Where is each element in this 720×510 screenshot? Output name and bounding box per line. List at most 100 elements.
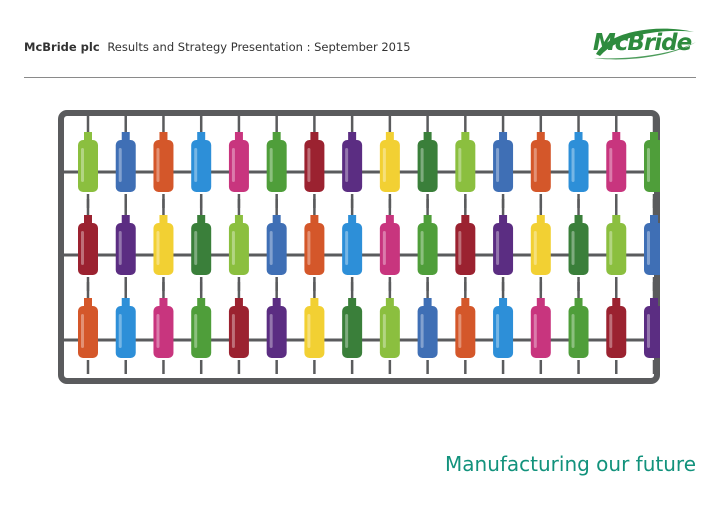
bottle-shine [420, 231, 424, 265]
bottle-shine [345, 314, 349, 348]
bottle-cap [612, 132, 621, 140]
bottle-body [530, 306, 551, 358]
logo-text: McBride [592, 30, 692, 56]
bottle-shine [194, 231, 198, 265]
bottle-shine [533, 148, 537, 182]
bottle-body [304, 140, 325, 192]
bottle-body [606, 306, 627, 358]
bottle-cap [612, 298, 621, 306]
bottle-icon [342, 298, 363, 358]
bottle-body [493, 306, 514, 358]
bottle-shine [382, 148, 386, 182]
bottle-shine [609, 314, 613, 348]
bottle-shine [496, 148, 500, 182]
bottle-body [644, 140, 660, 192]
bottle-cap [348, 215, 357, 223]
bottle-body [644, 306, 660, 358]
bottle-cap [234, 132, 243, 140]
bottle-cap [536, 132, 545, 140]
bottle-body [115, 140, 136, 192]
bottle-body [191, 140, 212, 192]
bottle-icon [266, 132, 287, 192]
bottle-body [530, 223, 551, 275]
bottle-cap [272, 132, 281, 140]
bottle-shine [118, 231, 122, 265]
bottle-body [493, 223, 514, 275]
bottle-cap [84, 298, 92, 306]
bottle-body [228, 140, 249, 192]
bottle-cap [650, 132, 658, 140]
bottle-shine [118, 148, 122, 182]
bottle-icon [644, 215, 660, 275]
bottle-cap [159, 215, 168, 223]
bottle-cap [234, 298, 243, 306]
bottle-cap [385, 298, 394, 306]
bottle-cap [84, 215, 92, 223]
bottle-icon [455, 215, 476, 275]
bottle-icon [304, 298, 325, 358]
bottle-shine [571, 148, 575, 182]
bottle-shine [458, 231, 462, 265]
bottle-icon [379, 298, 400, 358]
bottle-shine [231, 231, 235, 265]
bottle-body [568, 306, 589, 358]
bottle-cap [310, 132, 319, 140]
bottle-shine [231, 148, 235, 182]
presentation-subtitle: Results and Strategy Presentation : Sept… [107, 40, 411, 54]
bottle-icon [417, 132, 438, 192]
bottle-icon [115, 298, 136, 358]
bottle-cap [272, 215, 281, 223]
bottle-icon [78, 298, 98, 358]
bottle-icon [379, 132, 400, 192]
bottle-body [153, 306, 174, 358]
bottle-shine [496, 314, 500, 348]
bottle-body [228, 223, 249, 275]
bottle-icon [417, 298, 438, 358]
bottle-icon [342, 215, 363, 275]
bottle-cap [650, 298, 658, 306]
bottle-icon [417, 215, 438, 275]
bottle-icon [153, 215, 174, 275]
bottle-body [153, 140, 174, 192]
bottle-body [342, 140, 363, 192]
bottle-icon [530, 132, 551, 192]
bottle-cap [197, 298, 206, 306]
bottle-cap [536, 298, 545, 306]
bottle-body [379, 223, 400, 275]
bottle-icon [455, 132, 476, 192]
bottle-shine [194, 314, 198, 348]
bottle-body [266, 223, 287, 275]
bottle-body [304, 223, 325, 275]
bottle-body [342, 306, 363, 358]
bottle-body [266, 306, 287, 358]
bottle-icon [78, 132, 98, 192]
mcbride-logo: McBride [590, 24, 700, 64]
bottle-icon [266, 298, 287, 358]
bottle-shine [81, 231, 84, 265]
company-name: McBride plc [24, 40, 100, 54]
bottle-cap [612, 215, 621, 223]
bottle-icon [342, 132, 363, 192]
bottle-icon [606, 215, 627, 275]
header-title: McBride plc Results and Strategy Present… [24, 40, 411, 54]
bottle-icon [304, 215, 325, 275]
bottle-shine [496, 231, 500, 265]
bottle-body [153, 223, 174, 275]
bottle-cap [461, 298, 470, 306]
bottle-shine [647, 231, 650, 265]
bottle-icon [266, 215, 287, 275]
bottle-icon [493, 132, 514, 192]
bottle-icon [228, 215, 249, 275]
bottle-shine [156, 231, 160, 265]
bottle-shine [269, 231, 273, 265]
bottle-body [379, 140, 400, 192]
bottle-cap [234, 215, 243, 223]
bottle-body [191, 306, 212, 358]
bottle-cap [499, 298, 508, 306]
bottle-cap [310, 298, 319, 306]
bottle-body [342, 223, 363, 275]
bottle-icon [115, 132, 136, 192]
bottle-cap [574, 132, 583, 140]
bottle-cap [121, 215, 130, 223]
bottle-shine [647, 314, 650, 348]
